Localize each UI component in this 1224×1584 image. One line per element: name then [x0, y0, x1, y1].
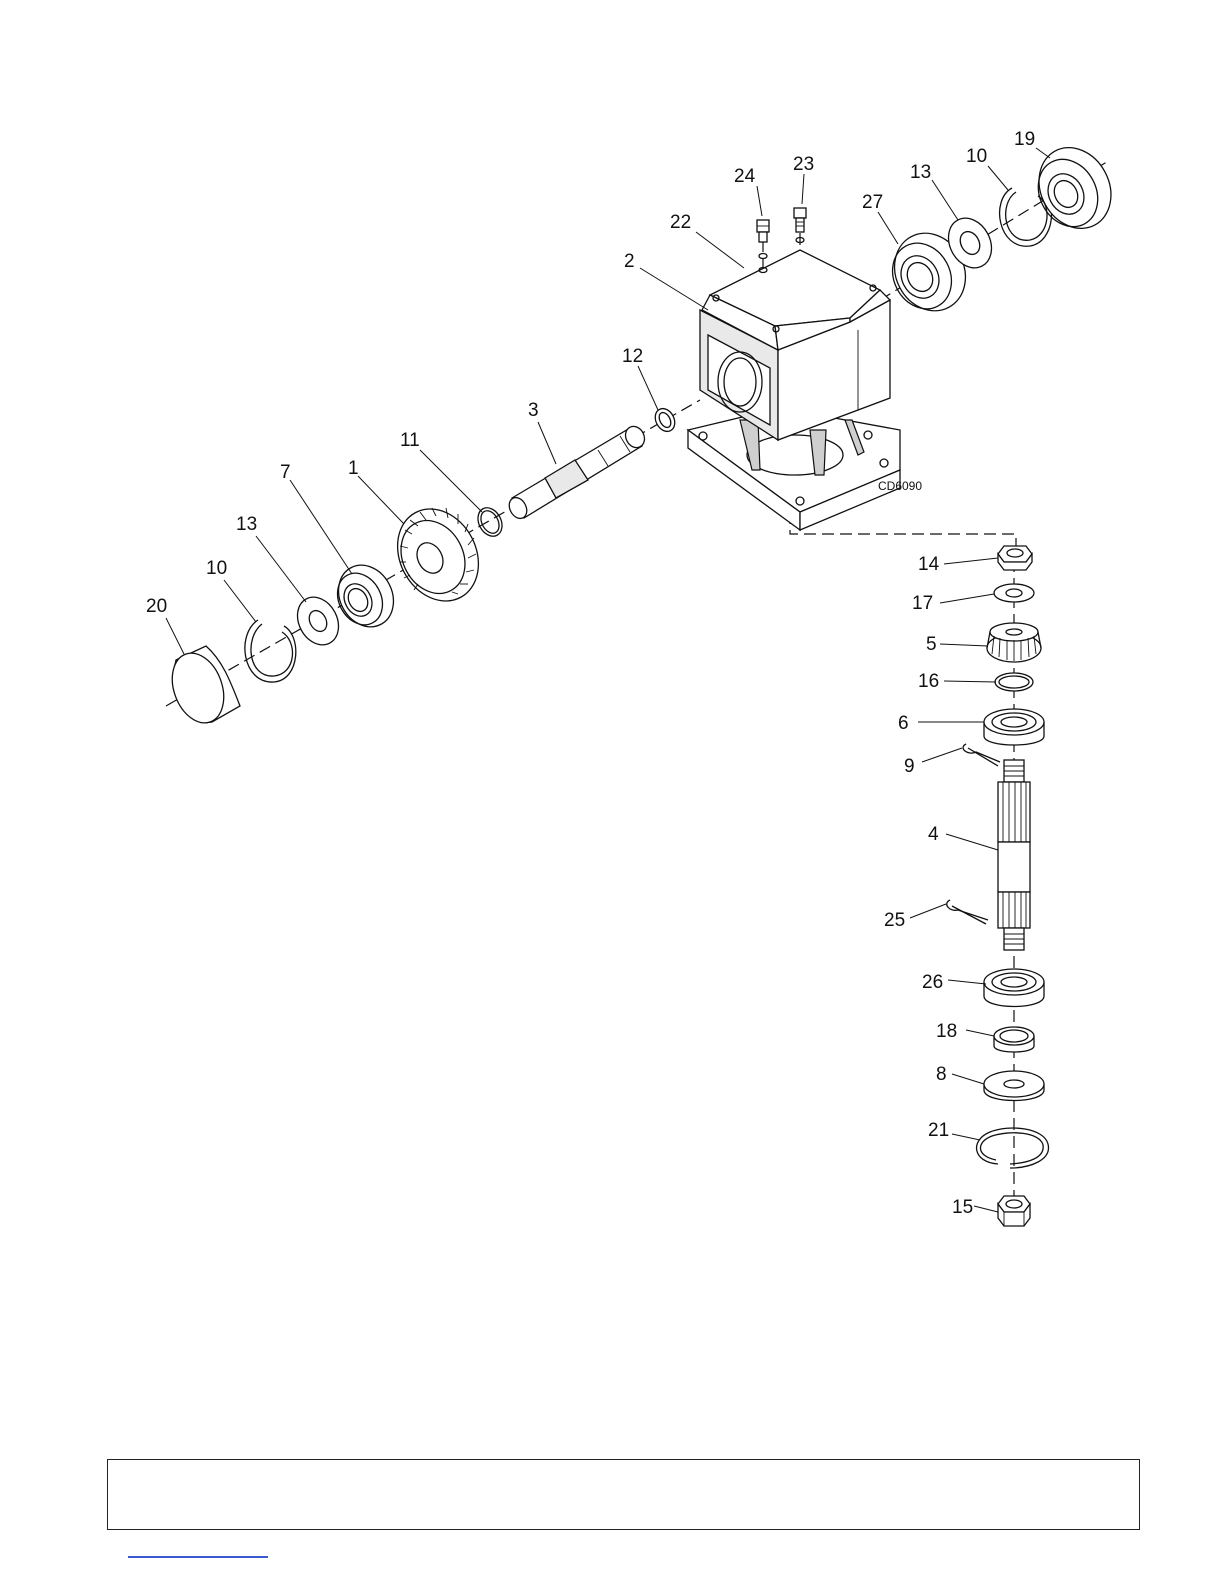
washer-8 — [984, 1071, 1044, 1101]
bearing-26 — [984, 969, 1044, 1007]
callout-1: 1 — [348, 458, 359, 479]
callout-6: 6 — [898, 713, 909, 734]
callout-24: 24 — [734, 166, 756, 187]
callout-3: 3 — [528, 400, 539, 421]
callout-16: 16 — [918, 671, 939, 692]
callout-5: 5 — [926, 634, 937, 655]
snap-ring-10-left — [245, 620, 296, 682]
bevel-pinion-5 — [987, 623, 1041, 662]
bearing-6 — [984, 709, 1044, 745]
callout-25: 25 — [884, 910, 905, 931]
spacer-18 — [994, 1027, 1034, 1052]
washer-17 — [994, 584, 1034, 602]
bevel-gear-1 — [382, 495, 494, 615]
cap-20 — [163, 646, 240, 730]
cotter-pin-9 — [963, 744, 1000, 766]
figure-code: CD6090 — [878, 479, 922, 493]
gearbox-housing — [688, 238, 900, 531]
footer-link-underline[interactable] — [128, 1556, 268, 1558]
callout-13-lower: 13 — [236, 514, 257, 535]
snap-ring-11 — [473, 504, 507, 541]
callout-19: 19 — [1014, 129, 1035, 150]
callout-12: 12 — [622, 346, 643, 367]
callout-20: 20 — [146, 596, 167, 617]
callout-27: 27 — [862, 192, 883, 213]
callout-23: 23 — [793, 154, 814, 175]
callout-14: 14 — [918, 554, 940, 575]
gearbox-exploded-view: 19 10 13 27 23 24 22 2 12 3 11 7 1 13 10… — [0, 0, 1224, 1440]
cotter-pin-25 — [947, 900, 988, 924]
callout-8: 8 — [936, 1064, 947, 1085]
callout-18: 18 — [936, 1021, 957, 1042]
seal-16 — [995, 673, 1033, 691]
breather-plug — [757, 220, 769, 242]
callout-21: 21 — [928, 1120, 949, 1141]
footer-box — [107, 1459, 1140, 1530]
callout-9: 9 — [904, 756, 915, 777]
callout-17: 17 — [912, 593, 933, 614]
axis-lines — [166, 160, 1110, 1215]
bearing-7 — [328, 556, 404, 637]
callout-22: 22 — [670, 212, 691, 233]
castle-nut-14 — [998, 546, 1032, 570]
output-shaft-4 — [998, 760, 1030, 950]
callout-7: 7 — [280, 462, 291, 483]
pipe-plug — [794, 208, 806, 232]
callout-26: 26 — [922, 972, 943, 993]
callout-4: 4 — [928, 824, 939, 845]
callout-2: 2 — [624, 251, 635, 272]
callout-11: 11 — [400, 430, 420, 451]
callout-10-upper: 10 — [966, 146, 987, 167]
snap-ring-21 — [977, 1128, 1049, 1168]
seal-12 — [651, 405, 678, 435]
callout-labels: 19 10 13 27 23 24 22 2 12 3 11 7 1 13 10… — [146, 129, 1035, 1218]
callout-10-lower: 10 — [206, 558, 227, 579]
shaft-3 — [506, 423, 648, 521]
callout-15: 15 — [952, 1197, 973, 1218]
callout-13-upper: 13 — [910, 162, 931, 183]
hex-nut-15 — [998, 1196, 1030, 1226]
